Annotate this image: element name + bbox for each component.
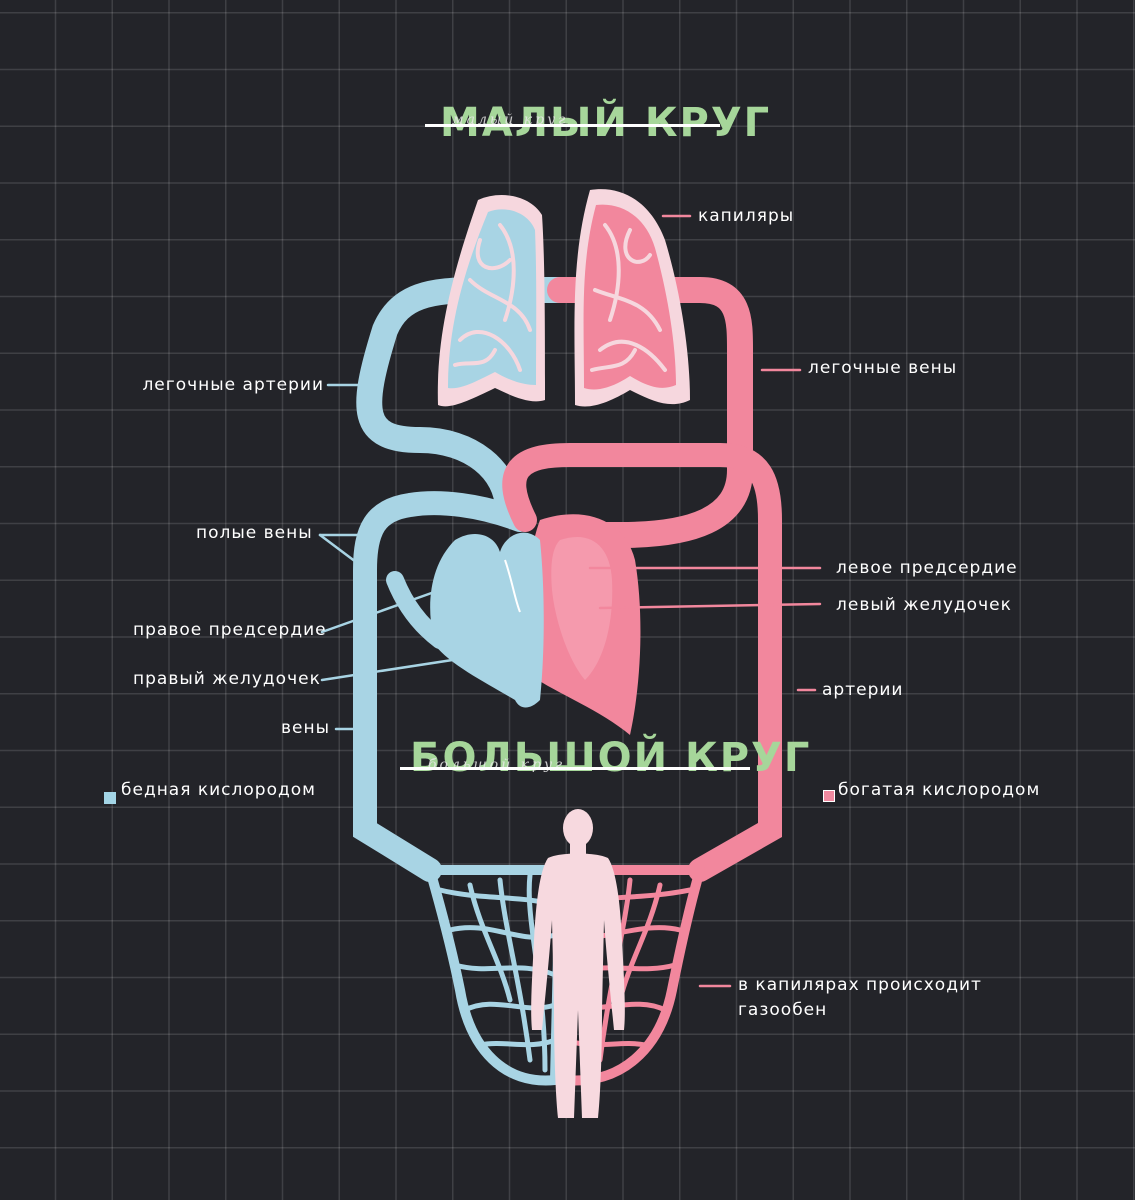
pulmonary-arteries-label: легочные артерии [142, 375, 324, 395]
small-circle-title: МАЛЫЙ КРУГ [440, 100, 772, 146]
right-ventricle-label: правый желудочек [133, 669, 321, 689]
legend-rich-swatch [823, 790, 835, 802]
left-ventricle-label: левый желудочек [836, 595, 1012, 615]
vena-cava-label: полые вены [196, 523, 313, 543]
veins-label: вены [280, 718, 330, 738]
big-circle-subtitle: большой круг [428, 757, 566, 773]
right-atrium-label: правое предсердие [133, 620, 327, 640]
human-figure [531, 809, 625, 1118]
capillaries-label: капиляры [698, 206, 795, 226]
aorta-vessel [502, 443, 782, 882]
legend-poor-label: бедная кислородом [121, 780, 316, 800]
pulmonary-veins-label: легочные вены [808, 358, 958, 378]
pulmonary-artery-vessel [356, 277, 573, 523]
legend-poor-swatch [104, 792, 116, 804]
systemic-vein-vessel [353, 491, 532, 882]
pointer-lines [318, 214, 822, 988]
left-lung [437, 195, 545, 407]
right-lung [574, 189, 690, 407]
big-circle-strike [400, 767, 750, 770]
gas-exchange-label-line2: газообен [738, 1000, 828, 1020]
big-circle-title: БОЛЬШОЙ КРУГ [410, 735, 812, 781]
heart [430, 514, 641, 735]
arteries-label: артерии [822, 680, 904, 700]
legend-rich-label: богатая кислородом [838, 780, 1041, 800]
left-atrium-label: левое предсердие [836, 558, 1018, 578]
pulmonary-vein-vessel [547, 277, 753, 548]
small-circle-strike [425, 124, 720, 127]
gas-exchange-label-line1: в капилярах происходит [738, 975, 982, 995]
